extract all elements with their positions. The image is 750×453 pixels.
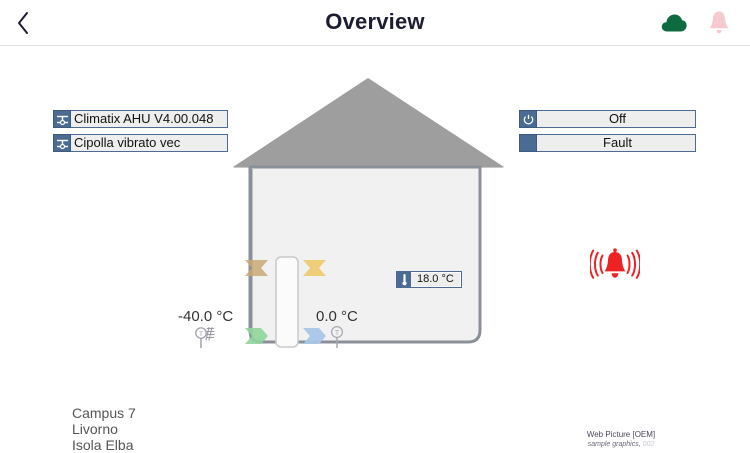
notification-bell-icon[interactable] [706,9,732,36]
supply-temperature-value: 0.0 °C [316,308,358,325]
outdoor-temperature-value: -40.0 °C [178,308,234,325]
ringing-alarm-bell-icon[interactable] [590,246,640,284]
cloud-icon[interactable] [660,11,688,35]
device-schematic-icon [53,110,71,128]
svg-text:T: T [335,330,340,337]
location-text: Campus 7 Livorno Isola Elba [72,405,136,453]
status-value-power: Off [537,110,696,128]
bell-glyph [709,11,729,34]
location-line-3: Isola Elba [72,437,134,453]
svg-text:T: T [199,331,203,338]
thermometer-icon [397,272,411,287]
top-bar: Overview [0,0,750,46]
device-schematic-icon [53,134,71,152]
thermometer-glyph [401,274,407,286]
arrow-exhaust-room [303,260,326,276]
credit-line-1: Web Picture [OEM] [586,430,656,439]
room-temperature-value: 18.0 °C [411,272,461,287]
device-label-ahu: Climatix AHU V4.00.048 [71,110,228,128]
outdoor-temperature-sensor-icon: T [195,326,215,348]
house-diagram [233,78,504,348]
status-value-fault: Fault [537,134,696,152]
house-roof-eaves [233,78,504,167]
credit-number: 002 [642,441,655,448]
status-box-fault[interactable]: Fault [519,134,696,152]
arrow-extract-outdoor [245,260,268,276]
chevron-left-icon [18,12,28,34]
device-schematic-glyph [56,139,68,149]
power-icon [519,110,537,128]
location-line-1: Campus 7 [72,405,136,421]
arrow-supply-air [303,328,326,344]
status-box-power[interactable]: Off [519,110,696,128]
device-schematic-glyph [56,115,68,125]
device-box-ahu[interactable]: Climatix AHU V4.00.048 [53,110,228,128]
back-button[interactable] [6,7,40,39]
room-temperature-chip[interactable]: 18.0 °C [396,271,462,288]
arrow-fresh-air-intake [245,328,268,344]
cloud-glyph [661,14,687,32]
power-glyph [523,114,533,124]
page-title: Overview [325,9,425,34]
ahu-unit [275,256,299,348]
status-icon-blank [519,134,537,152]
location-line-2: Livorno [72,421,118,437]
overview-canvas: Climatix AHU V4.00.048 Cipolla vibrato v… [0,47,750,453]
device-box-unit[interactable]: Cipolla vibrato vec [53,134,228,152]
temperature-sensor-icon: T [330,325,344,348]
credit-sample-text: sample graphics, [587,441,641,448]
device-label-unit: Cipolla vibrato vec [71,134,228,152]
credit-line-2: sample graphics, 002 [586,440,656,449]
graphic-credit: Web Picture [OEM] sample graphics, 002 [586,430,656,449]
